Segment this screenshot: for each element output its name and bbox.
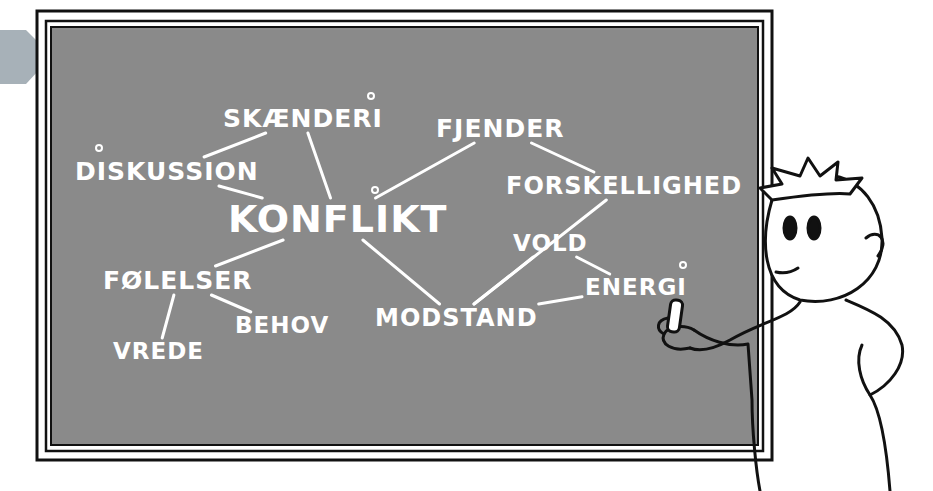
chalk-line [308, 133, 331, 198]
word-text: FJENDER [436, 116, 564, 141]
chalk-line [363, 240, 440, 304]
chalk-line [162, 295, 174, 338]
mindmap-word: DISKUSSION [72, 157, 262, 186]
mindmap-word: FØLELSER [100, 266, 256, 295]
chalk-line [474, 257, 533, 304]
chalk-line [376, 143, 475, 198]
chalk-line [204, 133, 266, 157]
board-frame [37, 11, 772, 460]
word-text: VOLD [513, 232, 588, 255]
mindmap-word: MODSTAND [372, 304, 541, 332]
mindmap-word: FJENDER [433, 114, 567, 143]
chalk-line [216, 240, 284, 266]
chalk-line [577, 257, 610, 274]
chalk-line [539, 297, 582, 304]
chalkboard [51, 27, 758, 445]
mindmap-word: KONFLIKT [225, 198, 451, 240]
chalk-line [211, 295, 250, 312]
board-frame-inner [46, 21, 763, 451]
teacher-figure [658, 158, 902, 491]
chalk-line [219, 186, 262, 198]
word-text: SKÆNDERI [223, 106, 383, 131]
word-text: MODSTAND [375, 306, 538, 330]
word-text: BEHOV [235, 314, 329, 337]
word-text: FØLELSER [103, 268, 253, 293]
word-text: KONFLIKT [228, 200, 448, 238]
word-text: FORSKELLIGHED [506, 174, 742, 198]
mindmap-word: VREDE [110, 338, 207, 365]
mindmap-word: VOLD [510, 230, 591, 257]
mindmap-word: ENERGI [582, 274, 690, 301]
chalk-line [532, 143, 594, 172]
mindmap-word: SKÆNDERI [220, 104, 386, 133]
mindmap-word: BEHOV [232, 312, 332, 339]
word-text: ENERGI [585, 276, 687, 299]
word-text: DISKUSSION [75, 159, 259, 184]
mindmap-word: FORSKELLIGHED [503, 172, 745, 200]
word-text: VREDE [113, 340, 204, 363]
